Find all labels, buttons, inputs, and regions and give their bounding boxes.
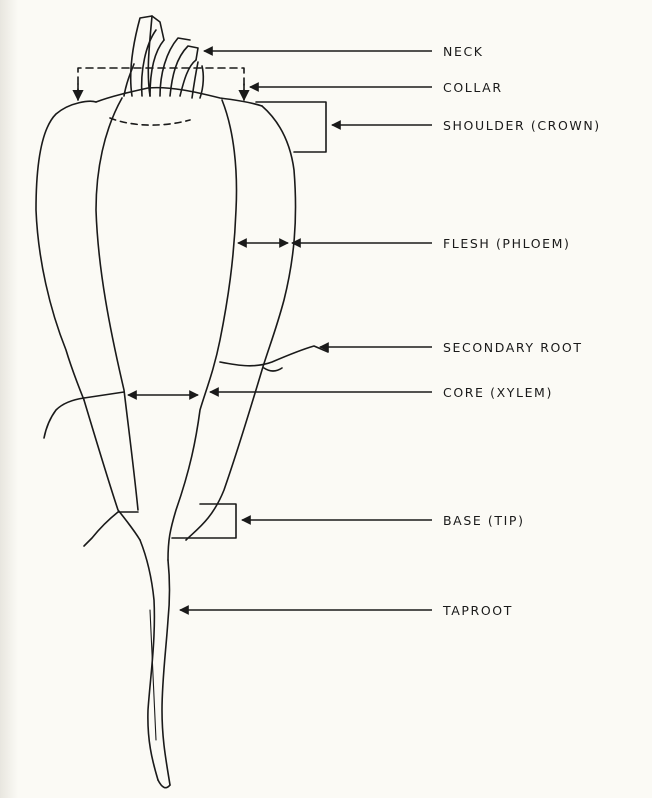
crown-dome xyxy=(96,88,262,106)
taproot-left xyxy=(140,540,158,780)
taproot-right xyxy=(162,560,170,785)
lower-left-edge xyxy=(84,400,140,540)
base-bracket xyxy=(172,504,236,538)
crown-dashed xyxy=(110,118,190,125)
label-shoulder: SHOULDER (CROWN) xyxy=(443,119,601,133)
label-base: BASE (TIP) xyxy=(443,514,525,528)
base-roots xyxy=(84,512,118,546)
neck-stalks xyxy=(124,16,203,98)
right-inner-edge xyxy=(168,100,236,560)
left-secondary-root xyxy=(44,398,84,438)
label-neck: NECK xyxy=(443,45,484,59)
label-secondary-root: SECONDARY ROOT xyxy=(443,341,583,355)
label-flesh: FLESH (PHLOEM) xyxy=(443,237,571,251)
left-inner-edge xyxy=(96,98,138,510)
crown-top xyxy=(36,101,96,400)
right-secondary-root xyxy=(220,346,328,366)
label-taproot: TAPROOT xyxy=(443,604,513,618)
label-collar: COLLAR xyxy=(443,81,503,95)
label-core: CORE (XYLEM) xyxy=(443,386,553,400)
outer-right-edge xyxy=(186,106,296,540)
